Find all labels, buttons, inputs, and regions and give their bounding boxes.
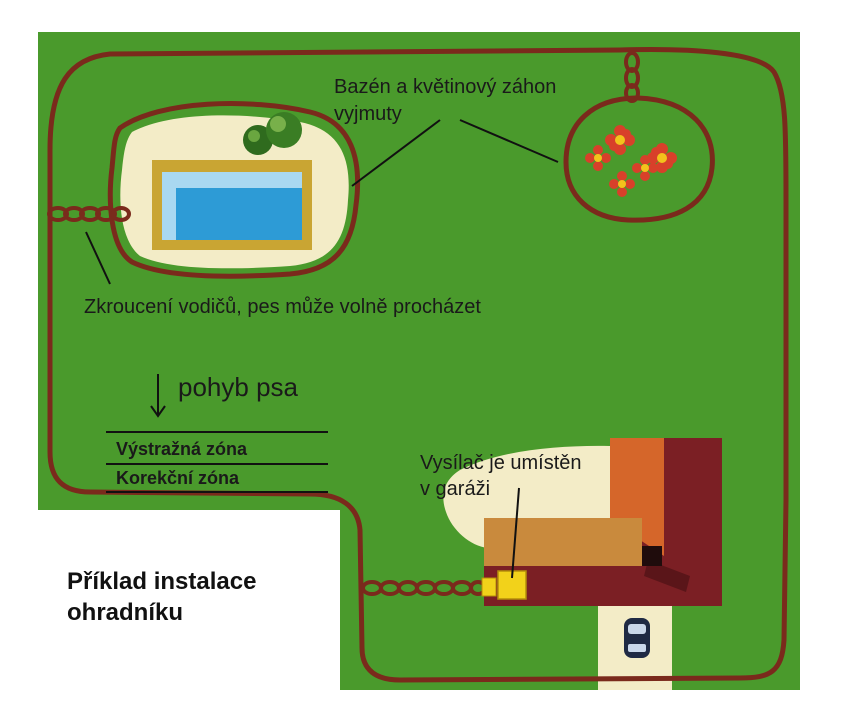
perimeter-wire: [47, 47, 789, 683]
pool-exempt-line1: Bazén a květinový záhon: [334, 76, 557, 98]
pool-water-highlight: [162, 172, 302, 188]
warning-zone-label: Výstražná zóna: [116, 439, 248, 459]
pool-flowerbed-exempt-label: Bazén a květinový záhon vyjmuty: [334, 74, 556, 128]
chimney-shadow: [644, 560, 690, 592]
pool-exempt-line2: vyjmuty: [334, 103, 402, 125]
transmitter-line1: Vysílač je umístěn: [420, 452, 582, 474]
garage-roof: [484, 518, 642, 566]
flowerbed-exclusion-wire: [563, 95, 715, 223]
diagram-title: Příklad instalace ohradníku: [67, 566, 256, 628]
car-icon: [624, 618, 650, 658]
pool-exclusion-wire: [107, 101, 361, 279]
title-line1: Příklad instalace: [67, 568, 257, 595]
tree-icon: [243, 112, 302, 155]
chimney: [642, 546, 662, 566]
pointer-lines: [85, 119, 559, 579]
pool-water-side: [162, 172, 176, 240]
title-line2: ohradníku: [67, 599, 184, 626]
dog-movement-label: pohyb psa: [178, 372, 298, 402]
flower-icon: [585, 125, 677, 197]
zone-lines: [106, 431, 328, 493]
twisted-wire-left: [47, 206, 131, 222]
twisted-wire-top: [624, 51, 640, 103]
twisted-wire-bottom: [361, 580, 487, 596]
twisted-wires-label: Zkroucení vodičů, pes může volně procház…: [84, 296, 481, 318]
transmitter-label: Vysílač je umístěn v garáži: [420, 450, 582, 502]
transmitter-line2: v garáži: [420, 478, 491, 500]
correction-zone-label: Korekční zóna: [116, 468, 240, 488]
arrow-down-icon: [150, 374, 166, 418]
